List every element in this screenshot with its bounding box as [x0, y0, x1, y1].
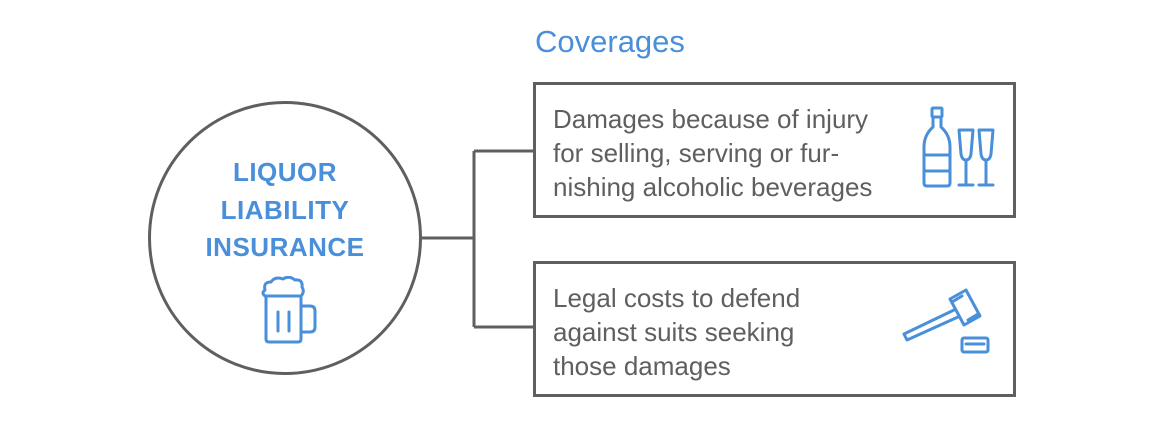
coverage-box-damages: Damages because of injury for selling, s… — [533, 82, 1016, 218]
coverage-text-damages: Damages because of injury for selling, s… — [553, 104, 873, 202]
center-circle: LIQUOR LIABILITY INSURANCE — [148, 101, 422, 375]
coverage-text-legal: Legal costs to defend against suits seek… — [553, 283, 801, 381]
title-line-3: INSURANCE — [205, 232, 365, 262]
champagne-glasses-icon — [922, 106, 995, 188]
title-line-1: LIQUOR — [232, 157, 338, 187]
gavel-icon — [902, 288, 990, 354]
coverage-box-legal: Legal costs to defend against suits seek… — [533, 261, 1016, 397]
title-line-2: LIABILITY — [220, 195, 350, 225]
coverages-heading: Coverages — [535, 24, 685, 59]
beer-mug-icon — [261, 276, 317, 344]
